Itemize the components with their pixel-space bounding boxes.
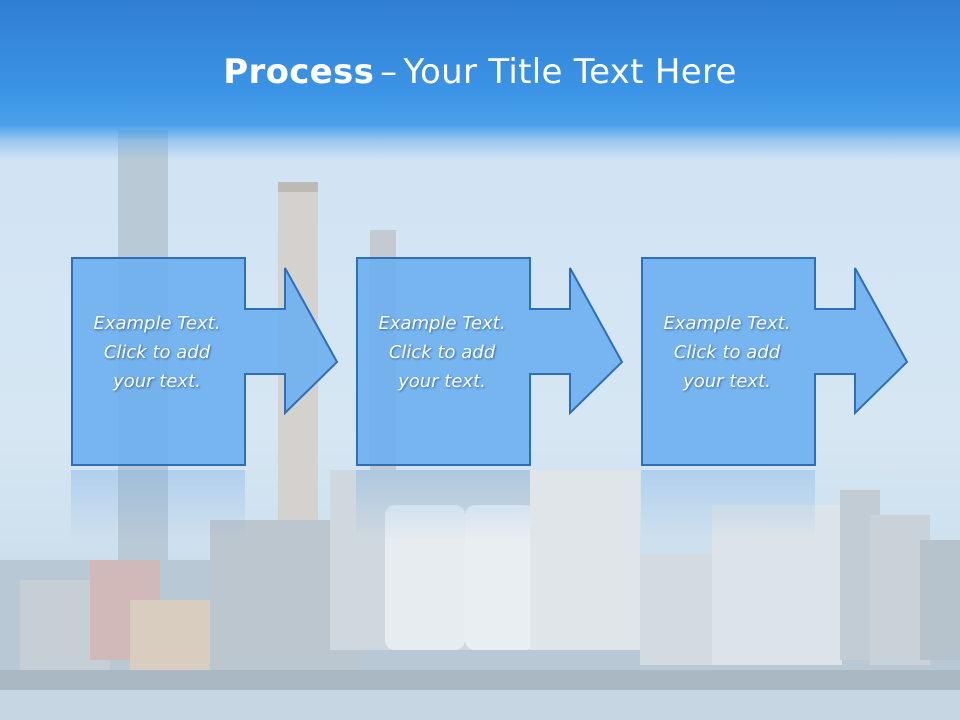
step-2-text[interactable]: Example Text. Click to add your text. bbox=[362, 309, 522, 396]
step-2-reflection bbox=[356, 470, 530, 540]
slide-title[interactable]: Process–Your Title Text Here bbox=[0, 52, 960, 92]
title-banner bbox=[0, 0, 960, 160]
step-3-line-2: Click to add bbox=[673, 342, 781, 363]
step-3-text[interactable]: Example Text. Click to add your text. bbox=[647, 309, 807, 396]
step-1-line-1: Example Text. bbox=[93, 313, 221, 334]
process-step-3[interactable]: Example Text. Click to add your text. bbox=[641, 257, 911, 467]
arrow-box-shape bbox=[71, 257, 339, 466]
step-1-line-2: Click to add bbox=[103, 342, 211, 363]
title-rest-text: Your Title Text Here bbox=[403, 52, 737, 92]
step-2-line-3: your text. bbox=[398, 371, 486, 392]
step-3-reflection bbox=[641, 470, 815, 540]
step-1-reflection bbox=[71, 470, 245, 540]
arrow-box-shape bbox=[641, 257, 909, 466]
title-bold-text: Process bbox=[223, 52, 375, 92]
step-2-line-2: Click to add bbox=[388, 342, 496, 363]
step-1-text[interactable]: Example Text. Click to add your text. bbox=[77, 309, 237, 396]
process-step-2[interactable]: Example Text. Click to add your text. bbox=[356, 257, 626, 467]
step-1-line-3: your text. bbox=[113, 371, 201, 392]
title-dash: – bbox=[380, 52, 398, 92]
step-3-line-1: Example Text. bbox=[663, 313, 791, 334]
step-3-line-3: your text. bbox=[683, 371, 771, 392]
arrow-box-shape bbox=[356, 257, 624, 466]
step-2-line-1: Example Text. bbox=[378, 313, 506, 334]
process-step-1[interactable]: Example Text. Click to add your text. bbox=[71, 257, 341, 467]
